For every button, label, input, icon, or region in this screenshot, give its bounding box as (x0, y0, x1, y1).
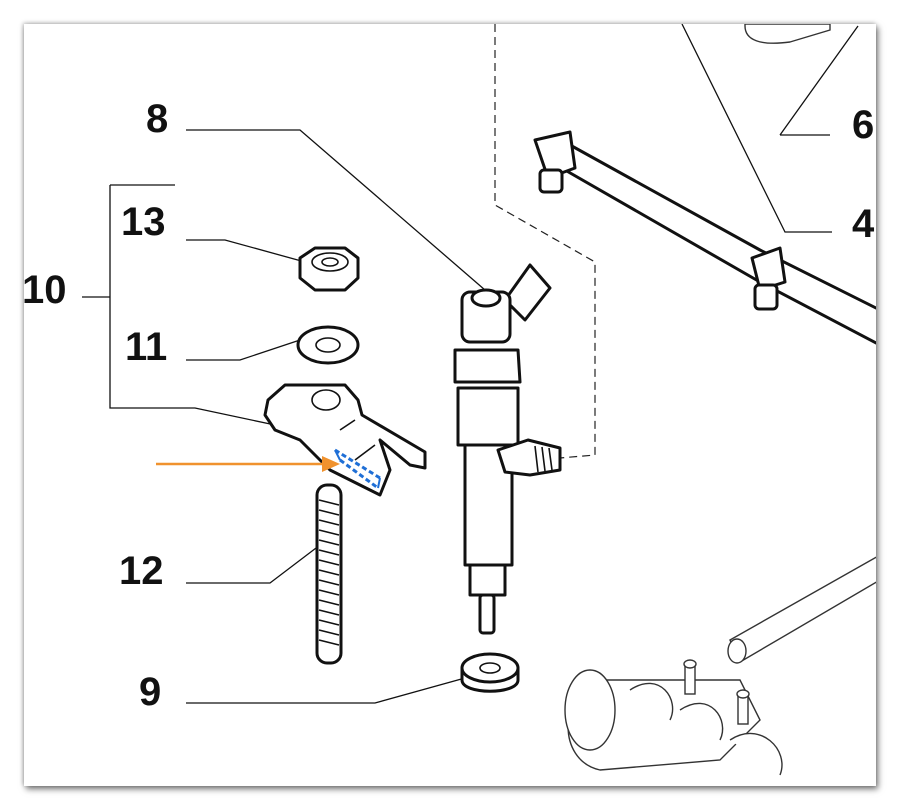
pump-stud-1-top (683, 659, 697, 669)
injector-inlet-thread (534, 445, 553, 473)
leader-9 (186, 677, 466, 704)
parts-diagram: 8 6 13 10 4 11 12 9 (24, 24, 876, 776)
arrow-head (322, 456, 340, 472)
highlight-mark-ends (334, 449, 381, 489)
washer-hole (315, 337, 341, 353)
stud-body (315, 483, 343, 665)
injector-return-port (503, 263, 552, 322)
orange-arrow-icon (156, 456, 340, 472)
label-12: 12 (119, 549, 164, 593)
highlight-mark (334, 448, 381, 490)
pump-lobe-2 (679, 702, 724, 741)
nut-hole (321, 257, 339, 267)
washer-9-hole (479, 662, 501, 674)
pipe (729, 556, 876, 663)
nut-face (311, 252, 349, 272)
pump-lobe-1 (629, 682, 674, 721)
fuel-line-fitting-1 (533, 130, 577, 180)
injector-cap (470, 288, 502, 308)
injector-upper-body (456, 386, 520, 447)
label-8: 8 (146, 97, 168, 141)
pipe-end (727, 638, 747, 664)
background-parts (564, 24, 876, 776)
fuel-line-nut-1 (538, 168, 564, 194)
pump-lobe-3 (729, 732, 783, 776)
label-4: 4 (852, 202, 875, 246)
top-bracket (744, 24, 831, 44)
part-labels: 8 6 13 10 4 11 12 9 (24, 97, 875, 714)
clamp-body (263, 383, 427, 497)
leader-lines (82, 24, 859, 704)
label-13: 13 (121, 200, 166, 244)
fuel-line-fitting-2 (750, 246, 787, 292)
washer-9-top (460, 652, 520, 684)
fuel-line (533, 130, 876, 345)
injector-body (463, 443, 514, 567)
stud-part-12 (315, 483, 343, 665)
clamp-hole (311, 389, 341, 411)
pump-stud-2-top (736, 689, 750, 699)
bracket-10 (82, 184, 276, 426)
nut-body (298, 246, 360, 292)
washer-outer (296, 325, 360, 365)
leader-6 (779, 25, 859, 136)
fuel-line-tube (563, 143, 876, 345)
assembly-dashed-line (494, 24, 596, 459)
nut-part-13 (298, 246, 360, 292)
label-6: 6 (852, 103, 874, 147)
leader-4 (681, 24, 832, 233)
clamp-slot (339, 419, 376, 461)
injector-hex (453, 348, 522, 384)
washer-part-11 (296, 325, 360, 365)
leader-13 (186, 239, 306, 263)
pump-end (564, 669, 616, 751)
injector-lower (468, 563, 507, 597)
washer-part-9 (460, 652, 520, 693)
label-9: 9 (139, 670, 161, 714)
leader-8 (186, 129, 486, 291)
injector-part-8 (453, 263, 562, 635)
leader-12 (186, 544, 321, 584)
fuel-line-nut-2 (753, 283, 779, 311)
label-11: 11 (125, 325, 167, 369)
label-10: 10 (24, 268, 67, 312)
injector-nozzle (478, 593, 496, 635)
stud-thread (318, 499, 340, 646)
clamp-bracket (263, 383, 427, 497)
leader-11 (186, 339, 301, 361)
diagram-frame: 8 6 13 10 4 11 12 9 (24, 24, 876, 786)
